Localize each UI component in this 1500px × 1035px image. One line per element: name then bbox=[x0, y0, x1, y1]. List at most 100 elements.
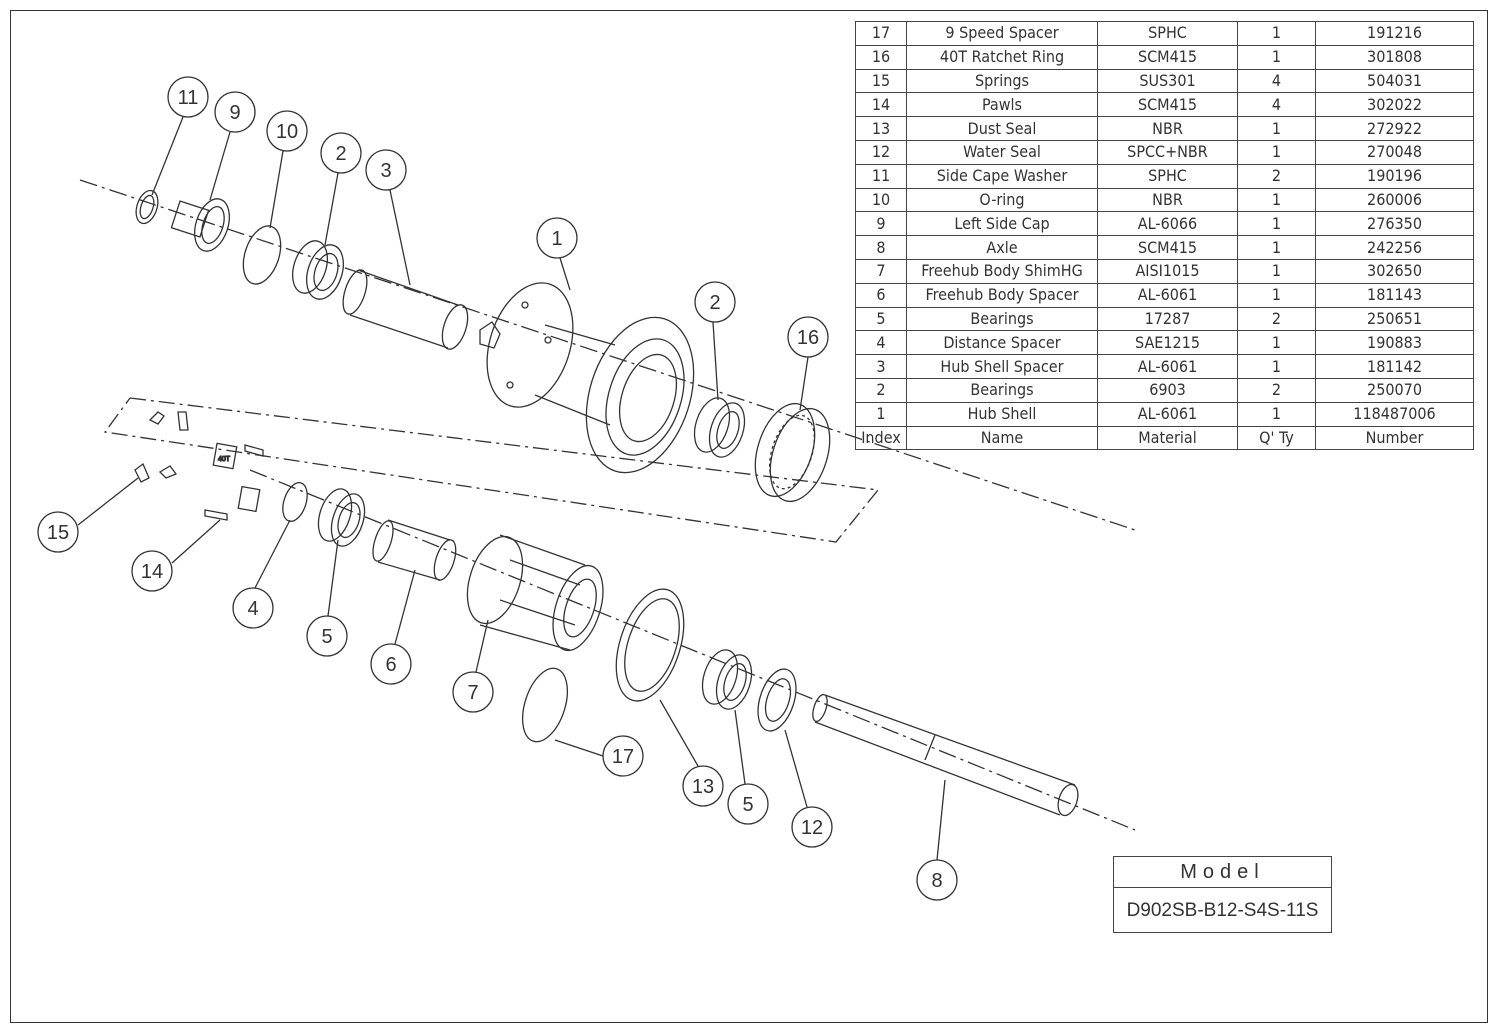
bom-cell-name: 40T Ratchet Ring bbox=[906, 44, 1098, 70]
callout-16: 16 bbox=[787, 316, 829, 358]
bom-cell-index: 4 bbox=[855, 330, 907, 356]
model-box: Model D902SB-B12-S4S-11S bbox=[1113, 856, 1332, 933]
bearing-5-part-right bbox=[701, 649, 753, 710]
callout-circle bbox=[131, 550, 173, 592]
bom-cell-index: 5 bbox=[855, 306, 907, 332]
bom-cell-qty: 4 bbox=[1237, 92, 1316, 118]
callout-circle bbox=[536, 217, 578, 259]
callout-circle bbox=[916, 859, 958, 901]
bom-cell-name: Axle bbox=[906, 235, 1098, 260]
bom-cell-qty: 1 bbox=[1237, 282, 1316, 308]
bom-cell-number: 301808 bbox=[1315, 44, 1474, 70]
callout-number: 13 bbox=[692, 776, 714, 798]
bom-cell-index: 9 bbox=[855, 211, 907, 237]
bom-cell-number: 302650 bbox=[1315, 258, 1474, 284]
callout-number: 12 bbox=[801, 817, 823, 839]
callout-circle bbox=[791, 806, 833, 848]
bom-cell-material: AISI1015 bbox=[1097, 258, 1238, 284]
bom-cell-material: SCM415 bbox=[1097, 235, 1238, 260]
bom-cell-material: SCM415 bbox=[1097, 92, 1238, 118]
bom-cell-qty: 1 bbox=[1237, 44, 1316, 70]
callout-number: 2 bbox=[335, 143, 346, 165]
bom-cell-number: 242256 bbox=[1315, 235, 1474, 260]
callout-number: 3 bbox=[380, 160, 391, 182]
bom-cell-number: 118487006 bbox=[1315, 401, 1474, 427]
bom-cell-qty: 1 bbox=[1237, 116, 1316, 141]
bom-cell-number: 250070 bbox=[1315, 377, 1474, 403]
bom-cell-number: 181142 bbox=[1315, 354, 1474, 379]
bom-cell-index: 12 bbox=[855, 139, 907, 165]
pawl-group-outline bbox=[103, 397, 880, 543]
bom-cell-index: 1 bbox=[855, 401, 907, 427]
callout-number: 4 bbox=[247, 598, 258, 620]
callout-circle bbox=[37, 511, 79, 553]
callout-bubbles: 11 9 10 2 3 1 2 16 15 14 4 5 6 7 17 13 5… bbox=[37, 76, 958, 901]
callout-10: 10 bbox=[266, 110, 308, 152]
callout-4: 4 bbox=[232, 587, 274, 629]
bom-cell-qty: 2 bbox=[1237, 377, 1316, 403]
callout-number: 7 bbox=[467, 682, 478, 704]
header-name: Name bbox=[906, 425, 1098, 451]
callout-number: 15 bbox=[47, 522, 69, 544]
bom-cell-material: NBR bbox=[1097, 187, 1238, 213]
bom-cell-material: NBR bbox=[1097, 116, 1238, 141]
hub-shell-part bbox=[479, 282, 695, 474]
callout-17: 17 bbox=[602, 735, 644, 777]
callout-5: 5 bbox=[306, 615, 348, 657]
bearing-part bbox=[291, 240, 344, 300]
callout-number: 17 bbox=[612, 746, 634, 768]
axle-part bbox=[812, 693, 1079, 817]
callout-number: 9 bbox=[229, 102, 240, 124]
bom-cell-material: SPCC+NBR bbox=[1097, 139, 1238, 165]
callout-number: 5 bbox=[321, 626, 332, 648]
dust-seal-part bbox=[615, 588, 685, 702]
bom-header-row: Index Name Material Q' Ty Number bbox=[855, 425, 1474, 451]
hub-shell-spacer-part bbox=[342, 269, 469, 350]
bom-cell-material: SPHC bbox=[1097, 163, 1238, 189]
bearing-5-part bbox=[317, 488, 366, 547]
bom-cell-material: AL-6061 bbox=[1097, 282, 1238, 308]
bom-cell-index: 2 bbox=[855, 377, 907, 403]
callout-12: 12 bbox=[791, 806, 833, 848]
callout-circle bbox=[694, 281, 736, 323]
bom-cell-index: 17 bbox=[855, 21, 907, 46]
callout-5b: 5 bbox=[727, 783, 769, 825]
callout-number: 6 bbox=[385, 654, 396, 676]
header-index: Index bbox=[855, 425, 907, 451]
bom-cell-name: Springs bbox=[906, 68, 1098, 94]
bom-cell-name: Left Side Cap bbox=[906, 211, 1098, 237]
bom-cell-material: SCM415 bbox=[1097, 44, 1238, 70]
bom-cell-index: 14 bbox=[855, 92, 907, 118]
callout-15: 15 bbox=[37, 511, 79, 553]
bom-cell-material: AL-6061 bbox=[1097, 401, 1238, 427]
bom-cell-material: 17287 bbox=[1097, 306, 1238, 332]
bom-cell-index: 8 bbox=[855, 235, 907, 260]
bom-cell-number: 190883 bbox=[1315, 330, 1474, 356]
callout-circle bbox=[266, 110, 308, 152]
callout-circle bbox=[370, 643, 412, 685]
bom-cell-name: Hub Shell bbox=[906, 401, 1098, 427]
bom-cell-number: 250651 bbox=[1315, 306, 1474, 332]
bom-cell-number: 272922 bbox=[1315, 116, 1474, 141]
lower-axis-centerline bbox=[249, 469, 1136, 831]
callout-circle bbox=[365, 149, 407, 191]
bom-cell-material: SUS301 bbox=[1097, 68, 1238, 94]
callout-1: 1 bbox=[536, 217, 578, 259]
bearing-part-right bbox=[693, 397, 746, 458]
callout-3: 3 bbox=[365, 149, 407, 191]
bom-cell-qty: 1 bbox=[1237, 235, 1316, 260]
bom-cell-name: Side Cape Washer bbox=[906, 163, 1098, 189]
callout-8: 8 bbox=[916, 859, 958, 901]
bom-cell-name: 9 Speed Spacer bbox=[906, 21, 1098, 46]
